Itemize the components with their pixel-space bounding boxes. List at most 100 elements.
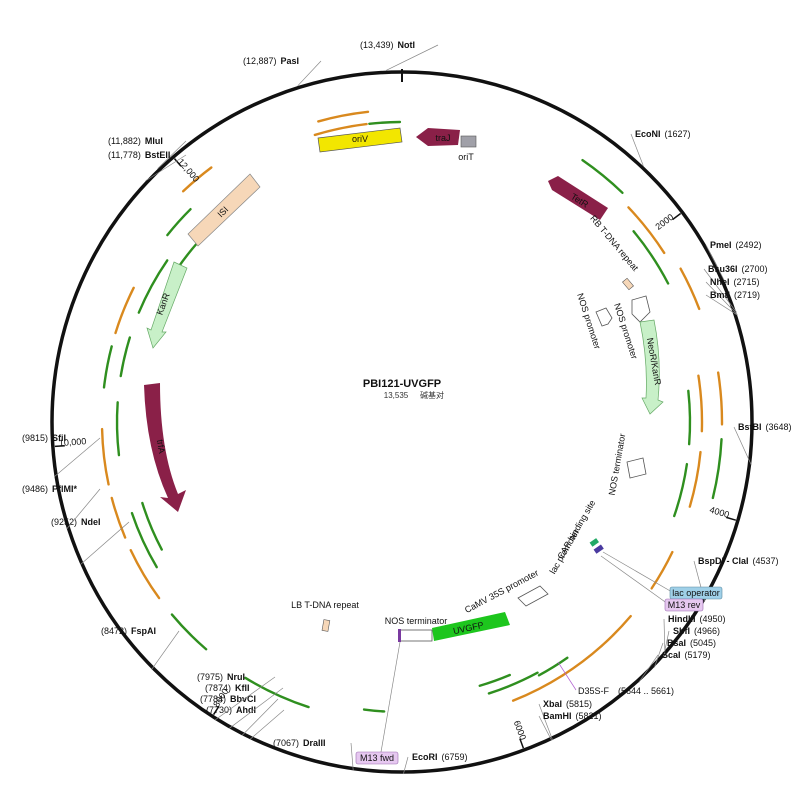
M13-fwd-leader [380, 641, 401, 753]
site-position: ScaI [662, 650, 681, 660]
NeoR-KanR-feature [639, 319, 664, 415]
site-label-pflmi-: (9486)PflMI* [22, 484, 78, 494]
site-label-hindiii: HindIII (4950) [668, 614, 726, 624]
site-leader-line [386, 44, 439, 71]
site-leader-line [297, 60, 322, 87]
site-leader-line [151, 630, 180, 670]
plasmid-size: 13,535 [384, 391, 409, 400]
orange-strand-14 [688, 450, 702, 508]
site-name: BbvCI [230, 694, 256, 704]
orange-strand-8 [679, 267, 701, 311]
site-name: (6759) [442, 752, 468, 762]
orange-strand-29 [110, 496, 127, 539]
site-position: XbaI [543, 699, 562, 709]
site-name: (2719) [734, 290, 760, 300]
site-name: MluI [145, 136, 163, 146]
orange-strand-20 [511, 674, 564, 702]
site-leader-line [630, 133, 644, 166]
plasmid-size-unit: 碱基对 [420, 390, 444, 400]
NOS-promoter-1-label: NOS promoter [575, 292, 602, 350]
site-name: (4537) [753, 556, 779, 566]
site-label-bstbi: BstBI(3648) [738, 422, 792, 432]
site-name: (2715) [734, 277, 760, 287]
green-strand-23 [362, 708, 386, 713]
site-position: (7067) [273, 738, 299, 748]
LB-repeat-label: LB T-DNA repeat [291, 600, 359, 610]
site-position: EcoNI [635, 129, 661, 139]
RB-repeat-feature [622, 277, 634, 291]
site-label-bsai: BsaI(5045) [667, 638, 716, 648]
site-label-pmei: PmeI(2492) [710, 240, 762, 250]
green-strand-12 [687, 389, 692, 446]
KanR-feature [146, 261, 188, 349]
green-strand-5 [166, 207, 192, 237]
site-leader-line [350, 742, 354, 771]
site-leader-line [705, 294, 738, 316]
NOS-terminator-1-label: NOS terminator [607, 433, 628, 496]
site-position: Bsu36I [708, 264, 738, 274]
site-label-bsu36i: Bsu36I(2700) [708, 264, 768, 274]
site-leader-line [705, 244, 725, 281]
site-position: (12,887) [243, 56, 277, 66]
site-position: BsaI [667, 638, 686, 648]
CaMV-35S-promoter-label: CaMV 35S promoter [463, 568, 540, 615]
site-position: (13,439) [360, 40, 394, 50]
trfA-feature [144, 383, 186, 512]
site-label-bsteii: (11,778)BstEII [108, 150, 170, 160]
trfA-label: trfA [155, 439, 167, 455]
site-label-bamhi: BamHI(5821) [543, 711, 602, 721]
M13-rev-leader [600, 555, 669, 605]
tick-mark [54, 444, 65, 448]
site-label-bspdi-clai: BspDI - ClaI(4537) [698, 556, 779, 566]
orange-strand-10 [716, 371, 724, 426]
oriT-feature [460, 135, 477, 148]
site-name: (5179) [685, 650, 711, 660]
orange-strand-0 [317, 110, 370, 123]
tick-mark [212, 705, 220, 715]
site-leader-line [705, 281, 738, 315]
oriT-label: oriT [458, 152, 474, 162]
tick-label: 4000 [708, 505, 730, 520]
lac-operator-label: lac operator [672, 588, 720, 598]
site-position: NheI [710, 277, 730, 287]
site-position: PmeI [710, 240, 732, 250]
M13-fwd-box [355, 751, 399, 765]
site-leader-line [733, 426, 752, 466]
orange-strand-26 [129, 549, 161, 600]
site-leader-line [66, 488, 101, 530]
TetR-feature [548, 176, 608, 220]
site-label-ecori: EcoRI(6759) [412, 752, 468, 762]
orange-strand-1 [313, 122, 368, 137]
site-leader-line [638, 654, 659, 683]
RB-repeat-label: RB T-DNA repeat [588, 213, 641, 273]
green-strand-6 [581, 158, 624, 195]
M13-fwd-site-marker [398, 629, 401, 642]
site-label-sbfi: SbfI(4966) [673, 626, 720, 636]
site-name: PasI [281, 56, 300, 66]
NOS-terminator-2-label: NOS terminator [385, 616, 448, 626]
CAP-binding-site-feature [589, 538, 599, 547]
site-position: BamHI [543, 711, 572, 721]
tick-mark [173, 158, 182, 167]
traJ-feature [416, 128, 460, 146]
site-leader-line [538, 715, 553, 741]
site-label-econi: EcoNI(1627) [635, 129, 691, 139]
LB-repeat-feature [321, 619, 331, 632]
site-position: HindIII [668, 614, 696, 624]
site-leader-line [654, 642, 664, 668]
site-name: (4950) [700, 614, 726, 624]
lac-promoter-feature [593, 544, 604, 554]
site-label-scai: ScaI (5179) [662, 650, 711, 660]
site-position: (11,882) [108, 136, 141, 146]
site-position: (8472) [101, 626, 127, 636]
green-strand-22 [478, 673, 511, 687]
green-strand-21 [487, 671, 539, 695]
site-position: BstBI [738, 422, 762, 432]
tick-mark [519, 738, 525, 749]
site-label-noti: (13,439)NotI [360, 40, 415, 50]
NOS-promoter-2-feature [631, 295, 651, 323]
site-label-ndei: (9252)NdeI [51, 517, 101, 527]
site-name: NdeI [81, 517, 101, 527]
D35S-F-label: D35S-F [578, 686, 610, 696]
